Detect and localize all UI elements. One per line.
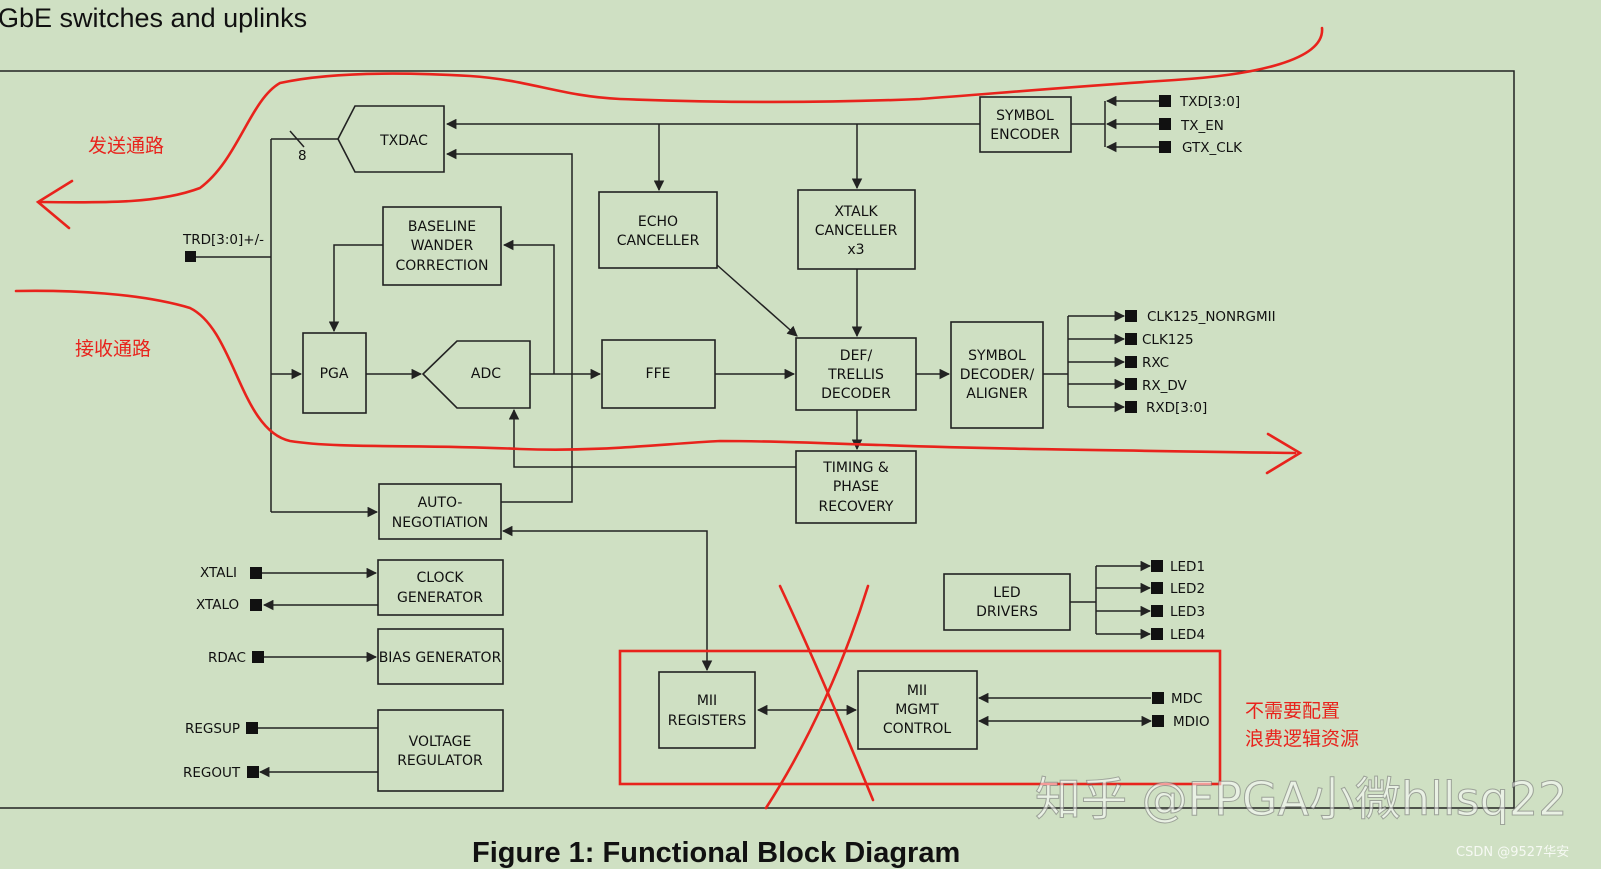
regout-pin-label: REGOUT (183, 765, 241, 781)
symbol-decoder-block (950, 321, 1044, 429)
mii-registers-block (658, 671, 756, 749)
led3-pin-label: LED3 (1170, 604, 1205, 620)
mii-mgmt-label-3: CONTROL (883, 721, 952, 737)
voltage-regulator-label-1: VOLTAGE (409, 734, 472, 750)
clk125-nonrgmii-pin-label: CLK125_NONRGMII (1147, 309, 1276, 325)
timing-phase-label-2: PHASE (833, 479, 879, 495)
xtalo-pin-label: XTALO (196, 597, 239, 613)
symbol-decoder-label-2: DECODER/ (960, 367, 1035, 383)
txdac-block (337, 105, 445, 173)
mii-registers-label-1: MII (697, 693, 717, 709)
csdn-watermark: CSDN @9527华安 (1456, 845, 1569, 860)
zhihu-watermark: 知乎 @FPGA小微hllsq22 (1035, 772, 1567, 826)
ffe-label: FFE (646, 366, 671, 382)
rxc-pin-label: RXC (1142, 355, 1169, 371)
tx-path-label: 发送通路 (88, 135, 164, 157)
rxd-pin-label: RXD[3:0] (1146, 400, 1207, 416)
baseline-wander-label-3: CORRECTION (395, 258, 488, 274)
auto-negotiation-label-1: AUTO- (418, 495, 463, 511)
rx-dv-pin-label: RX_DV (1142, 378, 1188, 394)
xtalk-canceller-label-3: x3 (847, 242, 864, 258)
mii-mgmt-block (857, 670, 978, 750)
txdac-label: TXDAC (379, 133, 428, 149)
led2-pin-label: LED2 (1170, 581, 1205, 597)
txd-pin-label: TXD[3:0] (1179, 94, 1240, 110)
def-trellis-label-3: DECODER (821, 386, 891, 402)
bias-generator-label: BIAS GENERATOR (379, 650, 502, 666)
led-drivers-label-2: DRIVERS (976, 604, 1038, 620)
not-needed-label-1: 不需要配置 (1245, 700, 1340, 722)
voltage-regulator-block (377, 709, 504, 792)
led4-pin-label: LED4 (1170, 627, 1205, 643)
pga-block (302, 332, 367, 414)
gtx-clk-pin-label: GTX_CLK (1182, 140, 1243, 156)
mii-mgmt-label-2: MGMT (895, 702, 939, 718)
echo-canceller-label-2: CANCELLER (617, 233, 700, 249)
symbol-decoder-label-1: SYMBOL (968, 348, 1026, 364)
adc-block (421, 340, 531, 409)
chip-boundary (0, 70, 1515, 809)
tx-en-pin-label: TX_EN (1180, 118, 1224, 134)
echo-canceller-label-1: ECHO (638, 214, 678, 230)
cross-out-mark-2 (764, 584, 870, 810)
symbol-decoder-label-3: ALIGNER (966, 386, 1028, 402)
symbol-encoder-label-2: ENCODER (990, 127, 1060, 143)
bus-width-label: 8 (298, 148, 307, 164)
auto-negotiation-block (378, 483, 502, 540)
auto-negotiation-label-2: NEGOTIATION (392, 515, 489, 531)
baseline-wander-label-1: BASELINE (408, 219, 476, 235)
rdac-pin-label: RDAC (208, 650, 246, 666)
clock-generator-label-2: GENERATOR (397, 590, 483, 606)
echo-canceller-block (598, 191, 718, 269)
led-drivers-block (943, 573, 1071, 631)
adc-label: ADC (471, 366, 501, 382)
signal-wires (185, 95, 1171, 778)
not-needed-label-2: 浪费逻辑资源 (1245, 728, 1359, 750)
mdio-pin-label: MDIO (1173, 714, 1210, 730)
red-annotations: 发送通路 接收通路 不需要配置 浪费逻辑资源 (14, 26, 1359, 810)
led-drivers-label-1: LED (993, 585, 1020, 601)
def-trellis-label-2: TRELLIS (827, 367, 884, 383)
rx-path-arrow (14, 289, 1297, 455)
def-trellis-label-1: DEF/ (840, 348, 873, 364)
figure-caption: Figure 1: Functional Block Diagram (472, 837, 960, 869)
trd-pin-label: TRD[3:0]+/- (182, 232, 264, 248)
voltage-regulator-label-2: REGULATOR (397, 753, 483, 769)
mii-mgmt-label-1: MII (907, 683, 927, 699)
mdc-pin-label: MDC (1171, 691, 1202, 707)
xtalk-canceller-label-1: XTALK (834, 204, 878, 220)
baseline-wander-block (382, 206, 502, 286)
timing-phase-block (795, 450, 917, 524)
symbol-encoder-label-1: SYMBOL (996, 108, 1054, 124)
clk125-pin-label: CLK125 (1142, 332, 1194, 348)
clock-generator-label-1: CLOCK (416, 570, 464, 586)
cross-out-mark-1 (778, 584, 875, 802)
led1-pin-label: LED1 (1170, 559, 1205, 575)
mii-registers-label-2: REGISTERS (668, 713, 747, 729)
xtalk-canceller-label-2: CANCELLER (815, 223, 898, 239)
pga-label: PGA (320, 366, 349, 382)
not-needed-box (618, 649, 1222, 786)
timing-phase-label-1: TIMING & (822, 460, 889, 476)
xtali-pin-label: XTALI (200, 565, 237, 581)
header-title: GbE switches and uplinks (0, 3, 307, 33)
clock-generator-block (377, 559, 504, 616)
symbol-encoder-block (979, 96, 1072, 153)
rx-path-label: 接收通路 (75, 338, 151, 360)
regsup-pin-label: REGSUP (185, 721, 240, 737)
baseline-wander-label-2: WANDER (411, 238, 474, 254)
tx-path-arrow (38, 26, 1324, 204)
timing-phase-label-3: RECOVERY (819, 499, 894, 515)
